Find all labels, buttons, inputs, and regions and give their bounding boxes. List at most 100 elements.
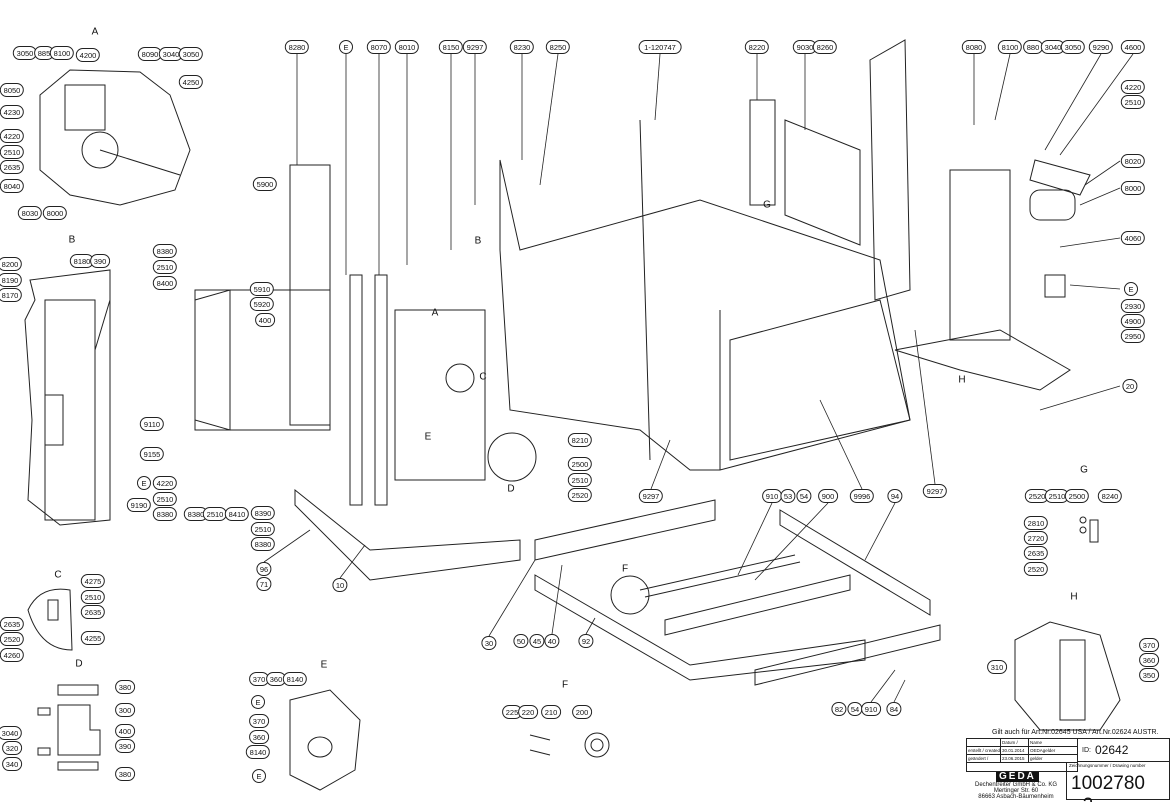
callout-balloon: 4260 — [0, 648, 25, 662]
detail-g-view — [1079, 516, 1099, 543]
callout-balloon: 8230 — [509, 40, 535, 54]
callout-balloon: 8000 — [42, 206, 68, 220]
changed-date: 23.06.2015 — [1001, 755, 1029, 763]
leader-lines — [263, 53, 1134, 703]
callout-balloon: 4060 — [1120, 231, 1146, 245]
mast-section — [349, 274, 486, 506]
callout-balloon: 8380 — [250, 537, 276, 551]
callout-balloon: 2520 — [0, 632, 25, 646]
callout-balloon: 885 — [34, 46, 54, 60]
callout-balloon: 8150 — [438, 40, 464, 54]
callout-balloon: 82 — [831, 702, 847, 716]
callout-balloon: 45 — [529, 634, 545, 648]
callout-balloon: 8030 — [17, 206, 43, 220]
callout-balloon: 390 — [90, 254, 110, 268]
callout-balloon: 2500 — [567, 457, 593, 471]
callout-balloon: 20 — [1122, 379, 1138, 393]
changed-name: gelder — [1029, 755, 1077, 763]
callout-balloon: 5910 — [249, 282, 275, 296]
id-value: 02642 — [1095, 743, 1129, 757]
callout-balloon: 8200 — [0, 257, 23, 271]
callout-balloon: 1-120747 — [638, 40, 682, 54]
callout-balloon: 8080 — [961, 40, 987, 54]
callout-balloon: 370 — [1139, 638, 1159, 652]
changed-label: geändert / changed — [967, 755, 1001, 763]
callout-balloon: 4255 — [80, 631, 106, 645]
callout-balloon: 4220 — [152, 476, 178, 490]
callout-balloon: 4250 — [178, 75, 204, 89]
drawing-number-box: Zeichnungsnummer / Drawing number 100278… — [1066, 762, 1170, 802]
callout-balloon: 94 — [887, 489, 903, 503]
callout-balloon: 380 — [115, 680, 135, 694]
detail-d-view — [37, 684, 101, 771]
id-label: ID: — [1082, 747, 1091, 754]
callout-balloon: 900 — [818, 489, 838, 503]
right-mast-drive — [869, 39, 1091, 391]
callout-balloon: 8040 — [0, 179, 25, 193]
callout-balloon: 8210 — [567, 433, 593, 447]
drawing-number-label: Zeichnungsnummer / Drawing number — [1069, 763, 1146, 768]
detail-label: E — [320, 659, 328, 671]
callout-balloon: 400 — [115, 724, 135, 738]
callout-balloon: 2510 — [152, 492, 178, 506]
callout-balloon: 910 — [762, 489, 782, 503]
callout-balloon: 220 — [518, 705, 538, 719]
callout-balloon: 53 — [780, 489, 796, 503]
callout-balloon: 8260 — [812, 40, 838, 54]
callout-balloon: 3050 — [1060, 40, 1086, 54]
callout-balloon: 4600 — [1120, 40, 1146, 54]
callout-balloon: 84 — [886, 702, 902, 716]
callout-balloon: E — [1124, 282, 1138, 296]
callout-balloon: 8140 — [282, 672, 308, 686]
callout-balloon: 2510 — [1044, 489, 1070, 503]
detail-label: H — [958, 374, 966, 386]
callout-balloon: 9297 — [922, 484, 948, 498]
callout-balloon: 2810 — [1023, 516, 1049, 530]
detail-label: D — [75, 658, 83, 670]
detail-label: F — [561, 679, 569, 691]
callout-balloon: 8410 — [224, 507, 250, 521]
callout-balloon: 8170 — [0, 288, 23, 302]
base-frame-left — [294, 488, 521, 581]
detail-label: F — [621, 563, 629, 575]
applicability-note: Gilt auch für Art.Nr.02645 USA / Art.Nr.… — [992, 729, 1159, 736]
base-frame-right — [487, 432, 941, 686]
callout-balloon: 9155 — [139, 447, 165, 461]
detail-f-view — [529, 732, 610, 758]
callout-balloon: 30 — [481, 636, 497, 650]
detail-label: E — [424, 431, 432, 443]
created-label: erstellt / created — [967, 747, 1001, 755]
callout-balloon: 360 — [1139, 653, 1159, 667]
detail-label: B — [474, 235, 482, 247]
callout-balloon: 3040 — [0, 726, 23, 740]
callout-balloon: 320 — [2, 741, 22, 755]
callout-balloon: 8240 — [1097, 489, 1123, 503]
company-logo: GEDA — [996, 772, 1039, 782]
callout-balloon: 8250 — [545, 40, 571, 54]
detail-label: B — [68, 234, 76, 246]
callout-balloon: 2950 — [1120, 329, 1146, 343]
callout-balloon: 225 — [502, 705, 522, 719]
callout-balloon: 8380 — [152, 507, 178, 521]
callout-balloon: 8100 — [997, 40, 1023, 54]
callout-balloon: 4200 — [75, 48, 101, 62]
callout-balloon: 910 — [861, 702, 881, 716]
detail-label: G — [763, 199, 771, 211]
callout-balloon: 4220 — [0, 129, 25, 143]
id-box: ID: 02642 — [1078, 738, 1170, 762]
callout-balloon: 10 — [332, 578, 348, 592]
callout-balloon: 8400 — [152, 276, 178, 290]
detail-label: C — [479, 371, 487, 383]
detail-a-view — [39, 69, 191, 206]
callout-balloon: 370 — [249, 714, 269, 728]
callout-balloon: 71 — [256, 577, 272, 591]
name-header: Name — [1029, 739, 1077, 747]
callout-balloon: 2720 — [1023, 531, 1049, 545]
date-header: Datum / Date — [1001, 739, 1029, 747]
callout-balloon: 340 — [2, 757, 22, 771]
callout-balloon: 2510 — [0, 145, 25, 159]
callout-balloon: 8070 — [366, 40, 392, 54]
callout-balloon: 92 — [578, 634, 594, 648]
detail-label: A — [431, 307, 439, 319]
